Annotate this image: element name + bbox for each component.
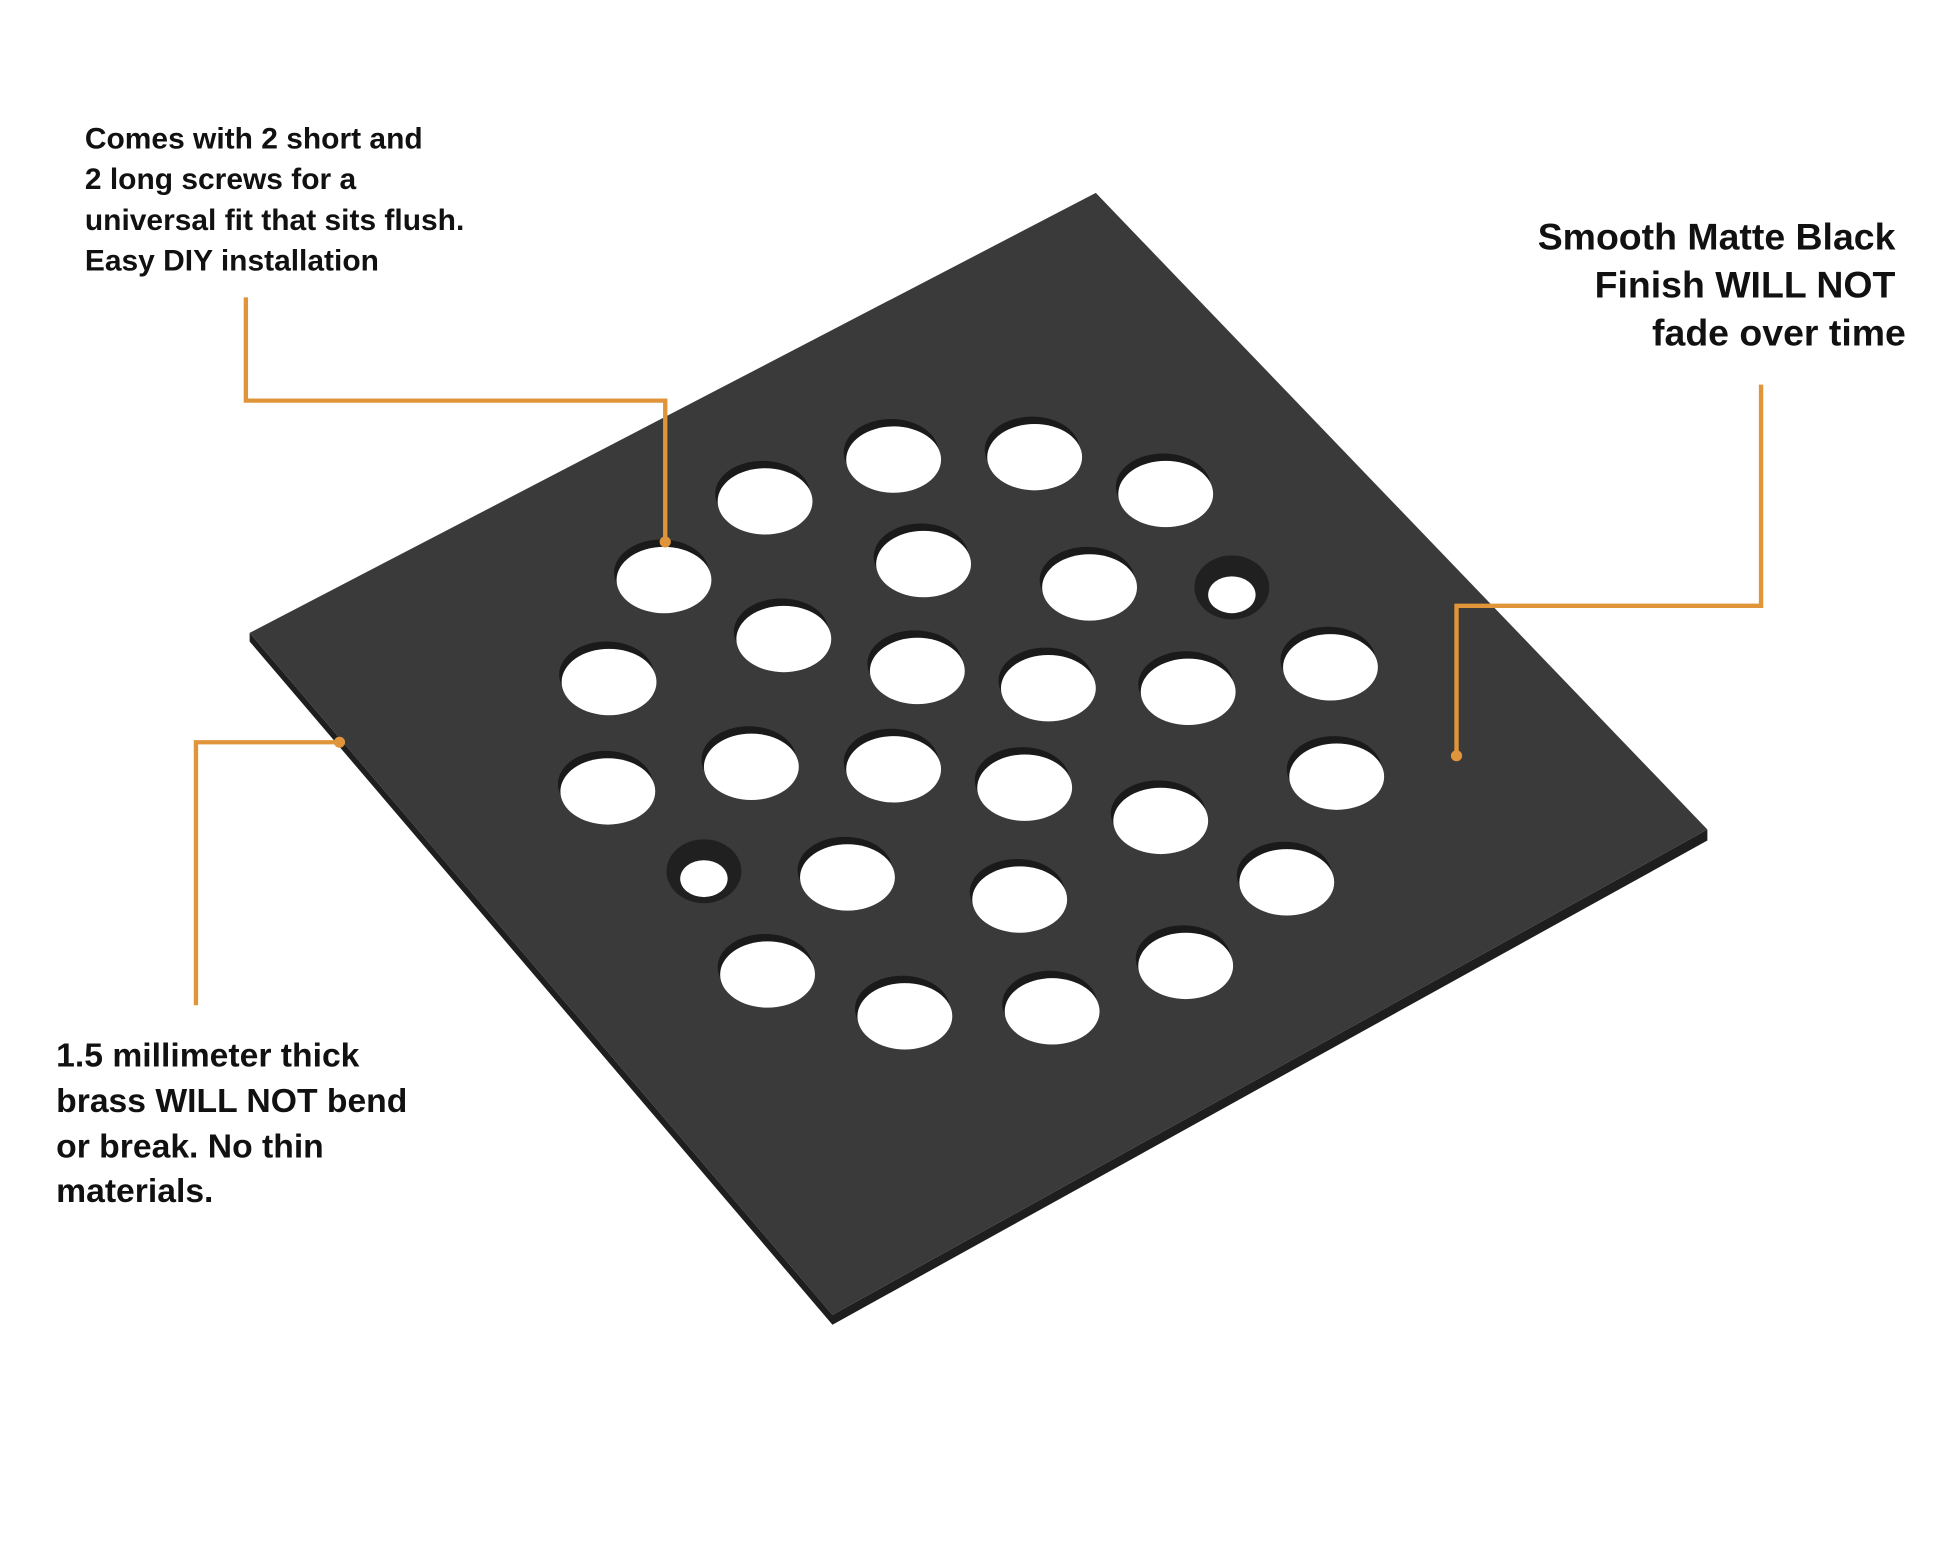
screws-callout-line: Easy DIY installation — [85, 245, 379, 278]
plate-face — [249, 192, 1708, 1315]
drain-hole — [846, 426, 942, 493]
drain-hole — [717, 468, 813, 535]
drain-cover-plate — [249, 192, 1708, 1325]
drain-hole — [869, 637, 965, 705]
thickness-callout-line: or break. No thin — [56, 1129, 324, 1166]
drain-hole — [1118, 460, 1214, 528]
drain-hole — [1140, 658, 1236, 726]
drain-hole — [1113, 787, 1209, 855]
drain-hole — [857, 983, 953, 1050]
drain-hole — [720, 941, 816, 1008]
screws-callout-leader — [243, 297, 671, 548]
screws-callout-line: 2 long screws for a — [85, 163, 357, 196]
drain-hole — [560, 758, 656, 825]
drain-hole — [703, 733, 799, 800]
finish-callout-line: fade over time — [1652, 312, 1906, 354]
drain-holes — [557, 416, 1385, 1050]
screws-callout: Comes with 2 short and 2 long screws for… — [85, 123, 473, 277]
finish-callout: Smooth Matte Black Finish WILL NOT fade … — [1538, 216, 1906, 354]
drain-hole — [1289, 743, 1385, 810]
screws-callout-line: Comes with 2 short and — [85, 123, 423, 156]
finish-callout-leader — [1450, 384, 1764, 762]
drain-hole — [972, 866, 1068, 933]
thickness-callout-leader — [193, 736, 346, 1006]
thickness-callout-line: brass WILL NOT bend — [56, 1083, 407, 1120]
drain-hole — [1283, 634, 1378, 701]
drain-hole — [1004, 978, 1100, 1045]
drain-hole — [987, 423, 1083, 491]
thickness-callout: 1.5 millimeter thick brass WILL NOT bend… — [56, 1038, 417, 1210]
screws-callout-line: universal fit that sits flush. — [85, 204, 464, 237]
drain-hole — [1138, 932, 1234, 1000]
screw-hole — [1208, 576, 1256, 614]
drain-hole — [876, 530, 972, 598]
drain-hole — [1239, 849, 1335, 916]
thickness-callout-line: 1.5 millimeter thick — [56, 1038, 360, 1075]
finish-callout-line: Finish WILL NOT — [1595, 264, 1896, 306]
thickness-callout-line: materials. — [56, 1173, 213, 1210]
drain-hole — [1042, 554, 1138, 621]
plate-edge — [249, 632, 1708, 1325]
drain-hole — [977, 754, 1073, 821]
drain-hole — [616, 546, 712, 614]
finish-callout-line: Smooth Matte Black — [1538, 216, 1896, 258]
screw-hole — [680, 860, 728, 898]
drain-hole — [800, 844, 895, 911]
drain-hole — [561, 648, 657, 716]
drain-hole — [1000, 654, 1096, 722]
drain-hole — [736, 605, 832, 673]
drain-hole — [846, 736, 942, 803]
